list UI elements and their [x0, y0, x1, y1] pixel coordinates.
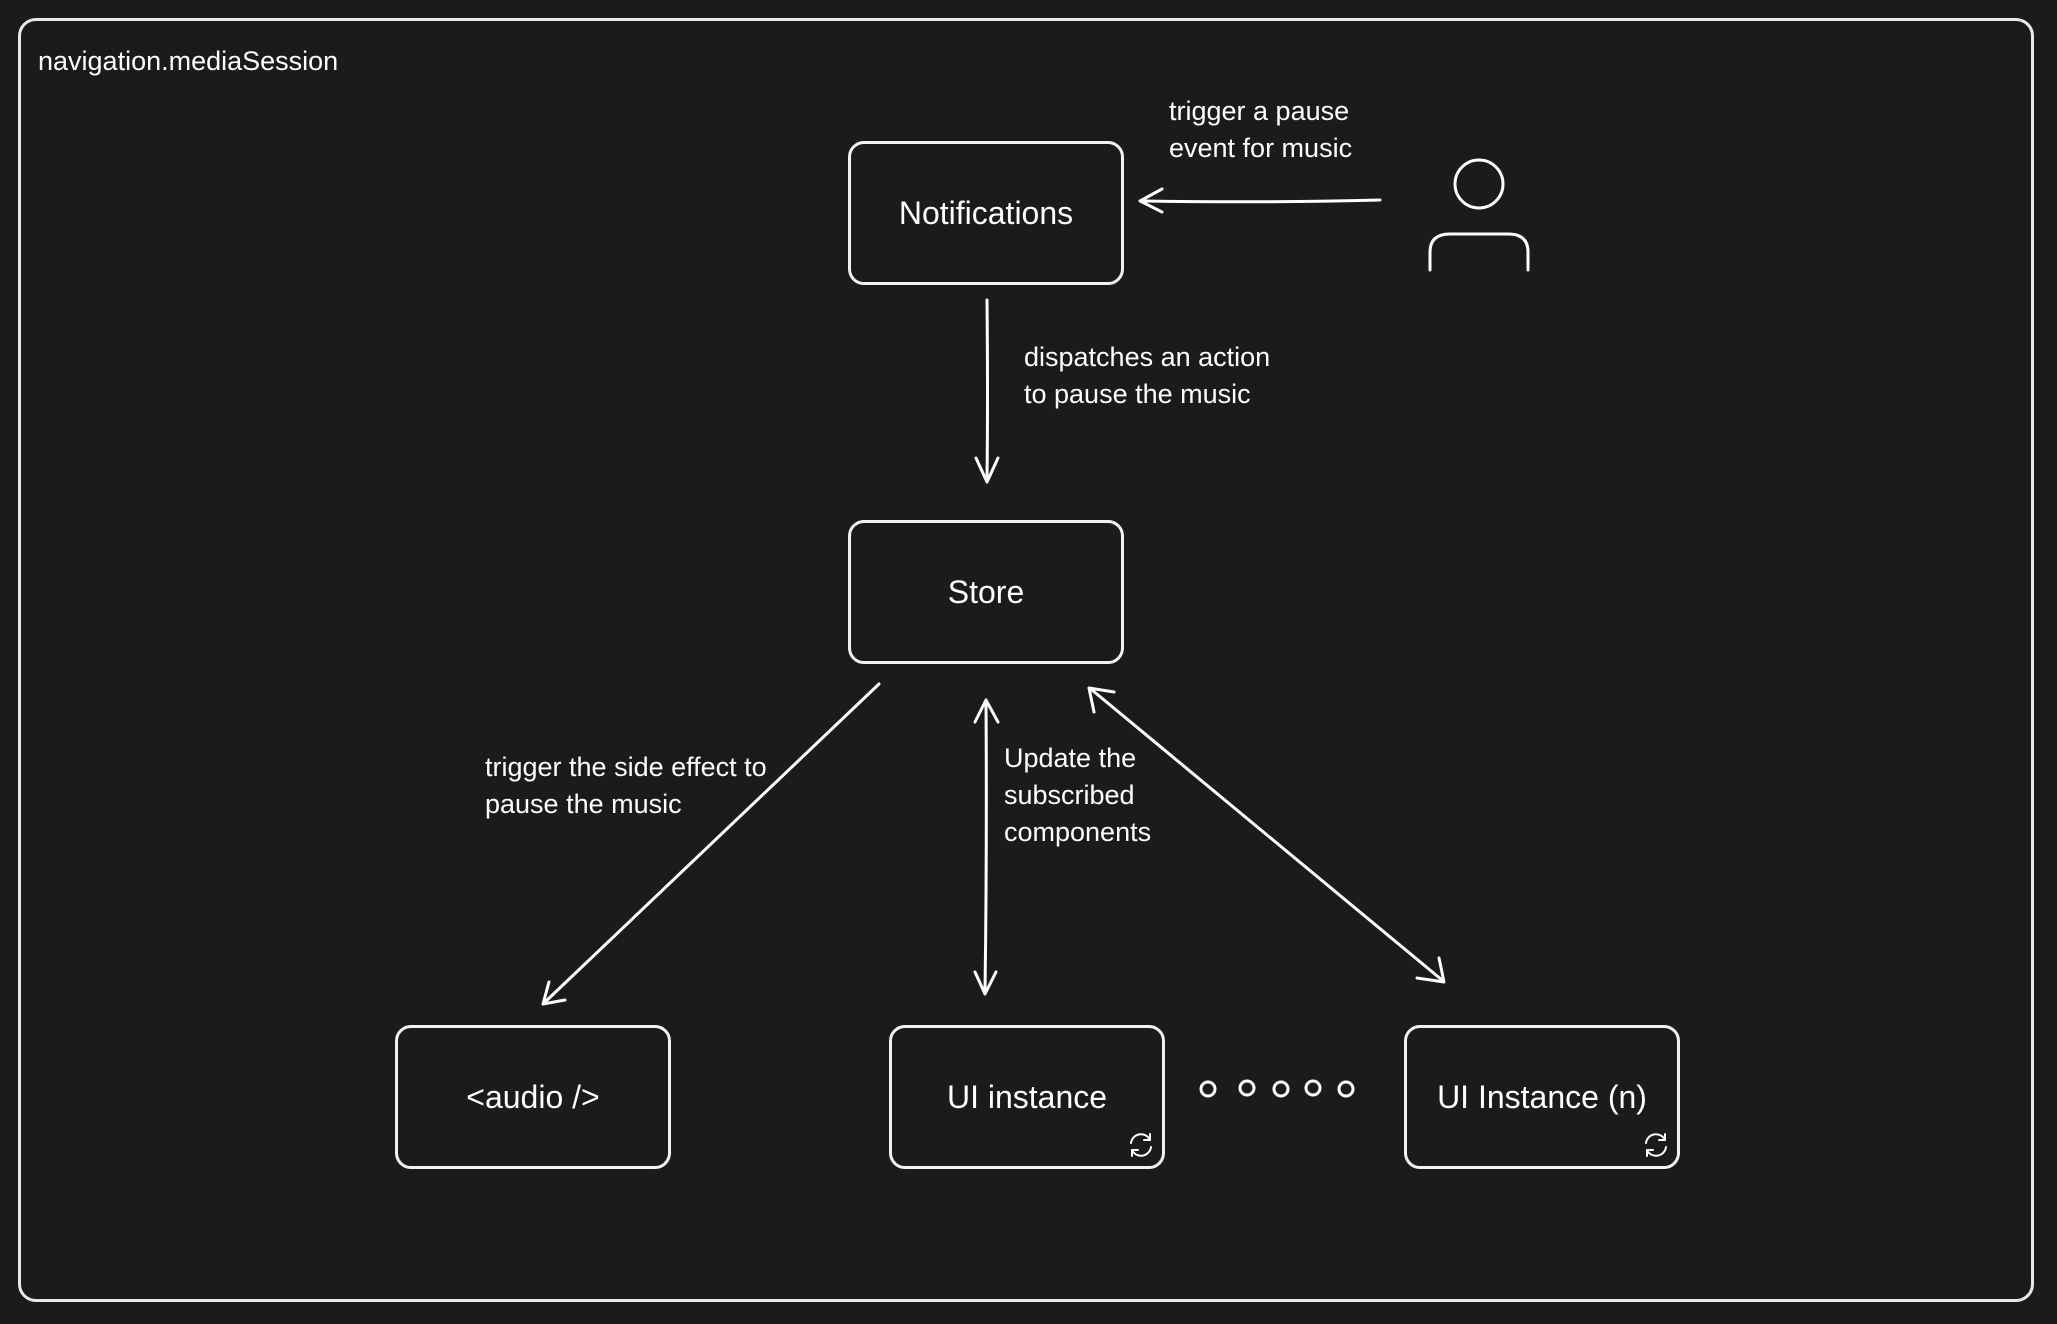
- store-node: Store: [848, 520, 1124, 664]
- arrowhead-ui-instance: [973, 970, 998, 996]
- pause-event-note: trigger a pause event for music: [1169, 93, 1352, 167]
- note-line: subscribed: [1004, 780, 1135, 810]
- arrowhead-store: [974, 456, 1000, 484]
- frame-title: navigation.mediaSession: [38, 46, 339, 76]
- audio-node: <audio />: [395, 1025, 671, 1169]
- note-line: event for music: [1169, 133, 1353, 163]
- ellipsis-circles: [1199, 1079, 1355, 1098]
- arrow-store-to-ui-instance-n: [1090, 688, 1444, 982]
- ellipsis-dot: [1199, 1080, 1217, 1098]
- arrowhead-ui-instance-n: [1415, 956, 1446, 984]
- ui-instance-node: UI instance: [889, 1025, 1165, 1169]
- notifications-node: Notifications: [848, 141, 1124, 285]
- refresh-icon: [1130, 1133, 1152, 1157]
- arrow-store-to-audio: [542, 682, 881, 1005]
- user-icon: [1428, 158, 1530, 272]
- arrow-store-to-ui-instance: [983, 700, 988, 994]
- note-line: components: [1004, 817, 1152, 847]
- store-label: Store: [947, 573, 1025, 610]
- arrowhead-notifications: [1138, 187, 1164, 214]
- ui-instance-n-node: UI Instance (n): [1404, 1025, 1680, 1169]
- arrow-notifications-to-store: [985, 298, 989, 482]
- side-effect-note: trigger the side effect to pause the mus…: [485, 749, 767, 823]
- ellipsis-dot: [1272, 1080, 1290, 1098]
- ui-instance-label: UI instance: [946, 1078, 1108, 1115]
- ui-instance-n-label: UI Instance (n): [1437, 1078, 1647, 1115]
- note-line: dispatches an action: [1024, 342, 1271, 372]
- media-session-frame: [18, 18, 2034, 1302]
- ellipsis-dot: [1337, 1080, 1355, 1098]
- refresh-icon: [1645, 1133, 1667, 1157]
- arrowhead-store-right: [1087, 686, 1116, 714]
- arrowhead-store-top: [973, 698, 1000, 724]
- dispatch-note: dispatches an action to pause the music: [1024, 339, 1270, 413]
- note-line: Update the: [1004, 743, 1137, 773]
- arrowhead-audio: [541, 980, 567, 1006]
- note-line: to pause the music: [1024, 379, 1251, 409]
- audio-label: <audio />: [466, 1078, 600, 1115]
- note-line: trigger the side effect to: [485, 752, 767, 782]
- notifications-label: Notifications: [898, 194, 1074, 231]
- arrow-user-to-notifications: [1140, 198, 1382, 204]
- note-line: trigger a pause: [1169, 96, 1350, 126]
- ellipsis-dot: [1238, 1079, 1256, 1097]
- ellipsis-dot: [1304, 1079, 1322, 1097]
- note-line: pause the music: [485, 789, 682, 819]
- update-note: Update the subscribed components: [1004, 740, 1151, 851]
